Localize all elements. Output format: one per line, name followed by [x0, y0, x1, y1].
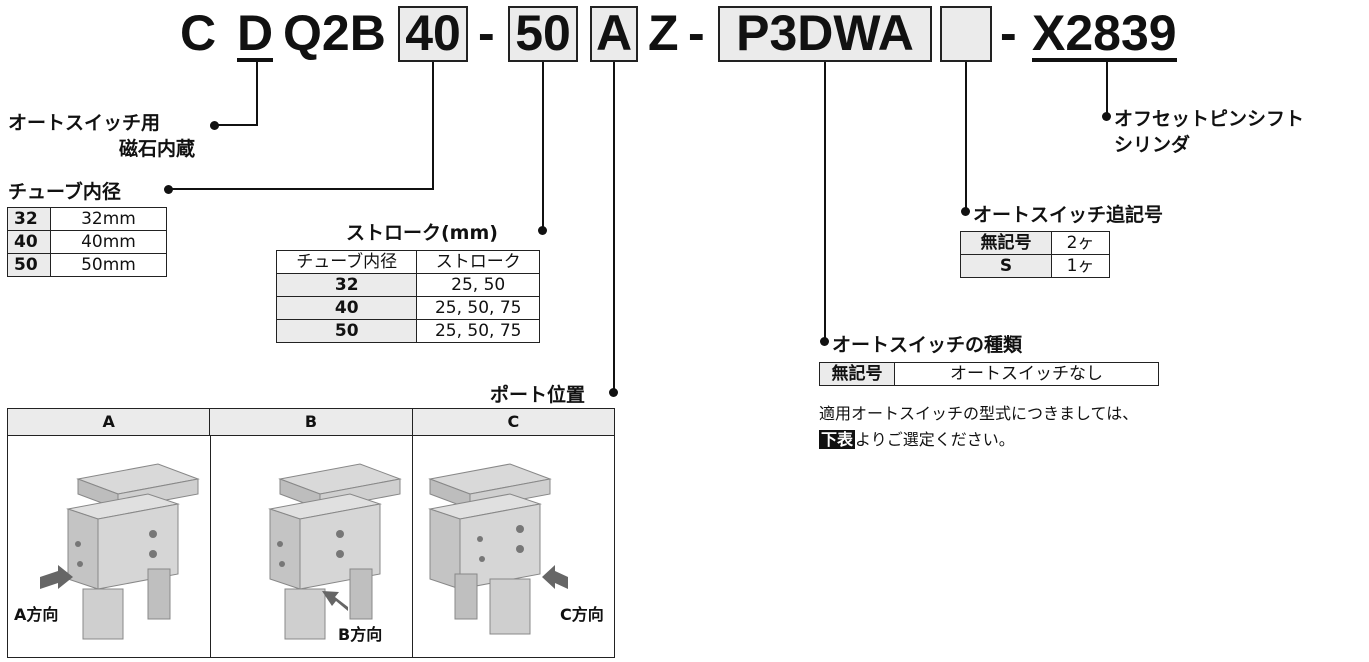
stroke-values: 25, 50, 75: [416, 319, 540, 343]
cylinder-b-image: [268, 463, 402, 640]
code-port: A: [590, 6, 638, 62]
magnet-label-1: オートスイッチ用: [8, 112, 161, 134]
switch-qty-value: 2ヶ: [1050, 231, 1111, 255]
code-z: Z: [648, 5, 679, 61]
code-dash2: -: [688, 5, 705, 61]
stroke-values: 25, 50, 75: [416, 296, 540, 320]
leader-d-h: [214, 124, 258, 126]
stroke-bore: 32: [275, 273, 418, 297]
leader-stroke-dot: [538, 226, 547, 235]
leader-stroke-v: [542, 62, 544, 230]
option-label-2: シリンダ: [1114, 134, 1191, 156]
leader-bore-h: [168, 188, 434, 190]
stroke-title: ストローク(mm): [346, 222, 498, 244]
port-divider-1: [210, 435, 211, 657]
cylinder-a-image: [40, 463, 200, 640]
stroke-bore: 40: [275, 296, 418, 320]
switch-qty-code: 無記号: [960, 231, 1052, 255]
leader-switch-dot: [820, 337, 829, 346]
code-bore: 40: [398, 6, 468, 62]
code-c: C: [180, 5, 217, 61]
switch-type-note-1: 適用オートスイッチの型式につきましては、: [819, 404, 1139, 423]
note-text: よりご選定ください。: [855, 430, 1015, 449]
switch-type-code: 無記号: [819, 362, 895, 386]
table-reference-tag[interactable]: 下表: [819, 430, 856, 449]
port-header-b: B: [210, 409, 413, 435]
bore-value: 40mm: [50, 230, 167, 254]
leader-option-dot: [1102, 112, 1111, 121]
leader-bore-v: [432, 62, 434, 190]
leader-d-dot: [210, 121, 219, 130]
leader-d-v: [256, 62, 258, 126]
code-stroke: 50: [508, 6, 578, 62]
port-divider-2: [412, 435, 413, 657]
leader-port-dot: [609, 388, 618, 397]
bore-code: 32: [7, 207, 51, 231]
code-q2b: Q2B: [283, 5, 386, 61]
switch-type-table: 無記号オートスイッチなし: [819, 362, 1159, 386]
leader-option-v: [1106, 62, 1108, 118]
code-dash1: -: [478, 5, 495, 61]
leader-qty-dot: [961, 207, 970, 216]
stroke-bore: 50: [275, 319, 418, 343]
stroke-header-bore: チューブ内径: [275, 250, 418, 274]
switch-qty-title: オートスイッチ追記号: [973, 204, 1164, 226]
switch-qty-value: 1ヶ: [1050, 254, 1111, 278]
stroke-values: 25, 50: [416, 273, 540, 297]
port-title: ポート位置: [490, 384, 586, 406]
direction-a: A方向: [14, 605, 59, 624]
bore-value: 50mm: [50, 253, 167, 277]
port-panel: A B C: [7, 408, 615, 658]
direction-b: B方向: [338, 625, 383, 644]
switch-qty-code: S: [960, 254, 1052, 278]
table-row: 無記号オートスイッチなし: [819, 362, 1159, 386]
option-label-1: オフセットピンシフト: [1114, 108, 1305, 130]
cylinder-c-image: [428, 463, 568, 635]
code-dash3: -: [1000, 5, 1017, 61]
leader-qty-v: [965, 62, 967, 212]
code-option: X2839: [1032, 5, 1177, 62]
switch-type-title: オートスイッチの種類: [832, 334, 1023, 356]
leader-switch-v: [824, 62, 826, 342]
magnet-label-2: 磁石内蔵: [119, 138, 196, 160]
code-d: D: [237, 5, 274, 62]
switch-type-value: オートスイッチなし: [894, 362, 1159, 386]
port-header-c: C: [507, 412, 520, 431]
leader-bore-dot: [164, 185, 173, 194]
port-header-row: A B C: [8, 409, 614, 436]
table-row: チューブ内径ストローク: [275, 250, 540, 274]
bore-title: チューブ内径: [8, 181, 121, 203]
port-header-a: A: [8, 409, 211, 435]
switch-type-note-2: 下表よりご選定ください。: [819, 426, 1015, 450]
bore-code: 50: [7, 253, 51, 277]
direction-c: C方向: [560, 605, 604, 624]
bore-value: 32mm: [50, 207, 167, 231]
code-switch: P3DWA: [718, 6, 932, 62]
leader-port-v: [613, 62, 615, 392]
bore-code: 40: [7, 230, 51, 254]
code-qty: [940, 6, 992, 62]
stroke-header-stroke: ストローク: [416, 250, 540, 274]
